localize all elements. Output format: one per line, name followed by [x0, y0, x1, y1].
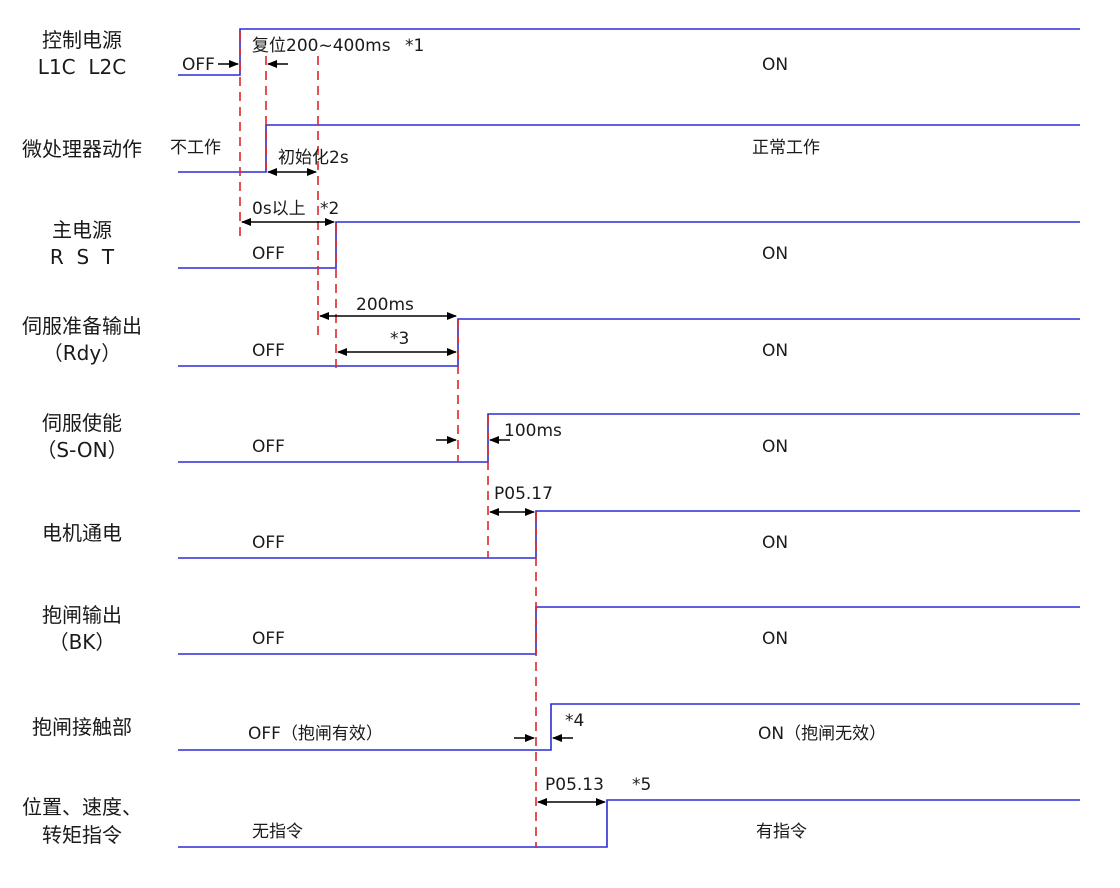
brake-output-label-line2: （BK） — [49, 630, 116, 654]
servo-enable-wave — [178, 413, 1080, 463]
servo-ready-on-text: ON — [762, 341, 788, 361]
reset-time-text: 复位200~400ms — [252, 36, 391, 56]
note1-text: *1 — [405, 36, 424, 56]
command-active-text: 有指令 — [756, 822, 807, 842]
main-power-label-line1: 主电源 — [52, 218, 112, 242]
servo-ready-label-line1: 伺服准备输出 — [22, 314, 142, 338]
note2-text: *2 — [320, 199, 339, 219]
note5-text: *5 — [632, 775, 651, 795]
motor-power-on-text: ON — [762, 533, 788, 553]
servo-enable-label-line2: （S-ON） — [36, 438, 127, 462]
ready-delay-text: 200ms — [356, 295, 414, 315]
mpu-idle-text: 不工作 — [170, 138, 221, 158]
brake-output-wave — [178, 606, 1080, 655]
param-motor-text: P05.17 — [494, 484, 553, 504]
ctrl-power-on-text: ON — [762, 55, 788, 75]
note3-text: *3 — [390, 329, 409, 349]
motor-power-off-text: OFF — [252, 533, 285, 553]
main-power-wave — [178, 221, 1080, 269]
brake-contact-off-text: OFF（抱闸有效） — [248, 724, 383, 744]
command-label-line2: 转矩指令 — [42, 823, 122, 847]
main-power-label-line2: R S T — [50, 245, 115, 269]
motor-power-label: 电机通电 — [42, 521, 122, 545]
servo-enable-label-line1: 伺服使能 — [42, 411, 122, 435]
servo-ready-off-text: OFF — [252, 341, 285, 361]
enable-delay-text: 100ms — [504, 421, 562, 441]
brake-contact-on-text: ON（抱闸无效） — [758, 724, 886, 744]
servo-ready-label-line2: （Rdy） — [43, 341, 121, 365]
delay-0s-text: 0s以上 — [252, 199, 306, 219]
servo-enable-off-text: OFF — [252, 437, 285, 457]
ctrl-power-off-text: OFF — [182, 55, 215, 75]
param-cmd-text: P05.13 — [545, 775, 604, 795]
main-power-off-text: OFF — [252, 244, 285, 264]
ctrl-power-label-line1: 控制电源 — [42, 28, 122, 52]
main-power-on-text: ON — [762, 244, 788, 264]
init-time-text: 初始化2s — [278, 148, 349, 168]
command-label-line1: 位置、速度、 — [22, 795, 142, 819]
brake-output-label-line1: 抱闸输出 — [42, 603, 122, 627]
brake-contact-label: 抱闸接触部 — [32, 715, 132, 739]
brake-output-on-text: ON — [762, 629, 788, 649]
command-none-text: 无指令 — [252, 822, 303, 842]
mpu-working-text: 正常工作 — [752, 138, 820, 158]
mpu-label: 微处理器动作 — [22, 137, 142, 161]
servo-ready-wave — [178, 318, 1080, 367]
brake-contact-wave — [178, 703, 1080, 751]
motor-power-wave — [178, 510, 1080, 559]
note4-text: *4 — [565, 711, 584, 731]
command-wave — [178, 799, 1080, 848]
brake-output-off-text: OFF — [252, 629, 285, 649]
servo-enable-on-text: ON — [762, 437, 788, 457]
ctrl-power-label-line2: L1C L2C — [38, 55, 126, 79]
